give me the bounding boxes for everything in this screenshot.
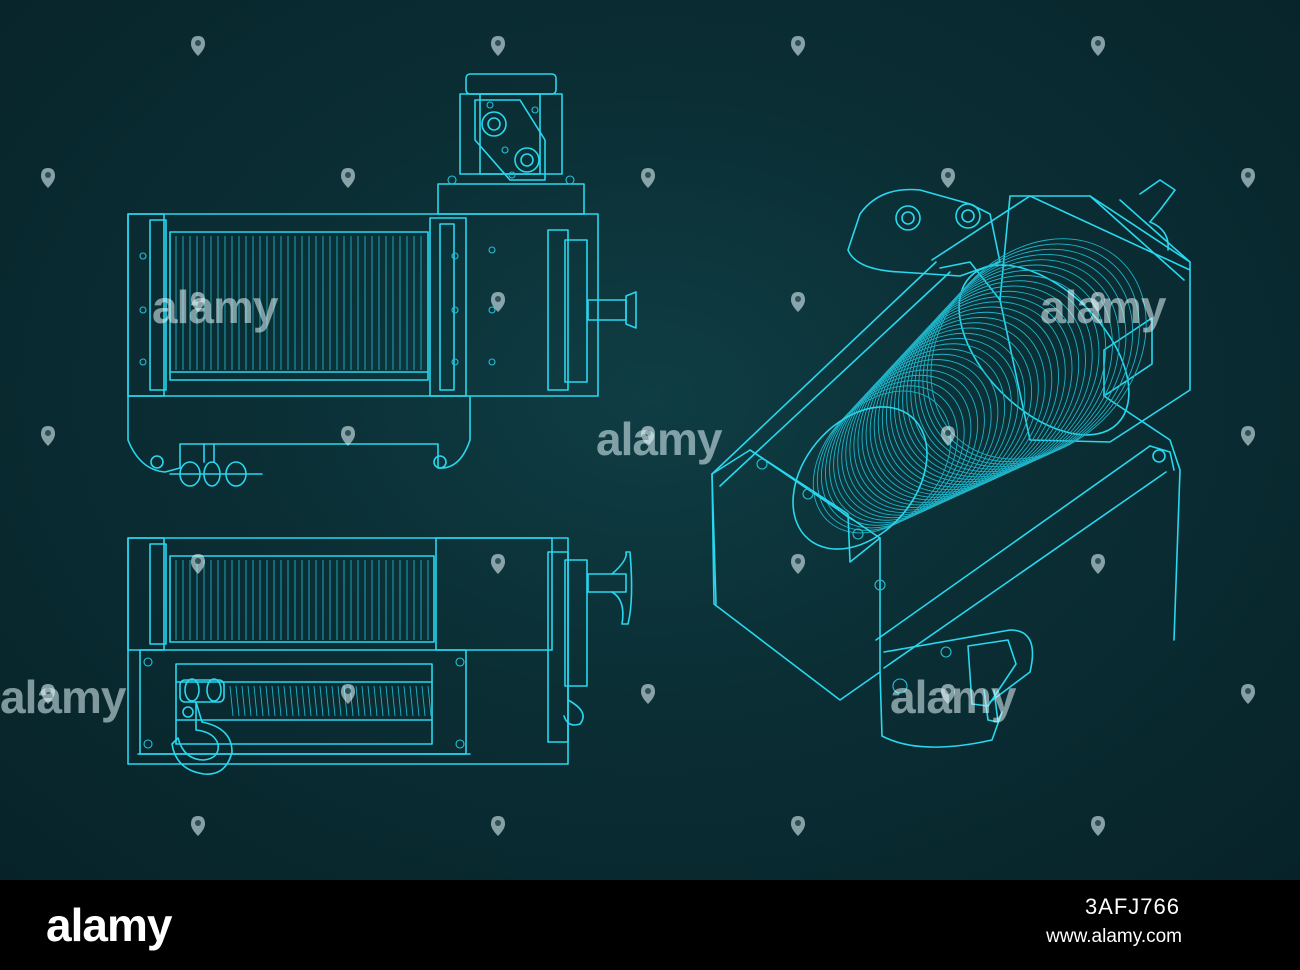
location-pin-icon — [341, 168, 355, 188]
location-pin-icon — [41, 168, 55, 188]
blueprint-canvas: alamy alamy alamy alamy alamy — [0, 0, 1300, 880]
footer-image-id: 3AFJ766 — [1084, 894, 1180, 919]
location-pin-icon — [41, 426, 55, 446]
footer-bar: alamy 3AFJ766 www.alamy.com — [0, 880, 1300, 970]
location-pin-icon — [1241, 168, 1255, 188]
location-pin-icon — [191, 292, 205, 312]
location-pin-icon — [491, 554, 505, 574]
location-pin-icon — [791, 554, 805, 574]
location-pin-icon — [1091, 816, 1105, 836]
location-pin-icon — [941, 684, 955, 704]
location-pin-icon — [791, 816, 805, 836]
location-pin-icon — [341, 684, 355, 704]
location-pin-icon — [491, 292, 505, 312]
location-pin-icon — [1091, 36, 1105, 56]
location-pin-icon — [491, 816, 505, 836]
location-pin-icon — [641, 168, 655, 188]
location-pin-icon — [791, 292, 805, 312]
winch-blueprint-drawing — [127, 73, 1191, 775]
location-pin-icon — [1241, 426, 1255, 446]
location-pin-icon — [341, 426, 355, 446]
winch-side-view — [127, 537, 633, 775]
watermark-text: alamy — [0, 671, 126, 723]
location-pin-icon — [41, 684, 55, 704]
location-pin-icon — [791, 36, 805, 56]
location-pin-icon — [491, 36, 505, 56]
footer-url[interactable]: www.alamy.com — [1046, 926, 1182, 947]
location-pin-icon — [191, 816, 205, 836]
watermark-text: alamy — [596, 413, 722, 465]
watermark-text: alamy — [890, 671, 1016, 723]
location-pin-icon — [641, 426, 655, 446]
location-pin-icon — [1091, 292, 1105, 312]
winch-isometric-view — [711, 179, 1191, 748]
location-pin-icon — [1241, 684, 1255, 704]
location-pin-icon — [1091, 554, 1105, 574]
location-pin-icon — [941, 168, 955, 188]
location-pin-icon — [191, 554, 205, 574]
location-pin-icon — [641, 684, 655, 704]
location-pin-icon — [941, 426, 955, 446]
watermark-text: alamy — [1040, 281, 1166, 333]
footer-logo[interactable]: alamy — [46, 899, 172, 951]
watermark-text: alamy — [152, 281, 278, 333]
location-pin-icon — [191, 36, 205, 56]
